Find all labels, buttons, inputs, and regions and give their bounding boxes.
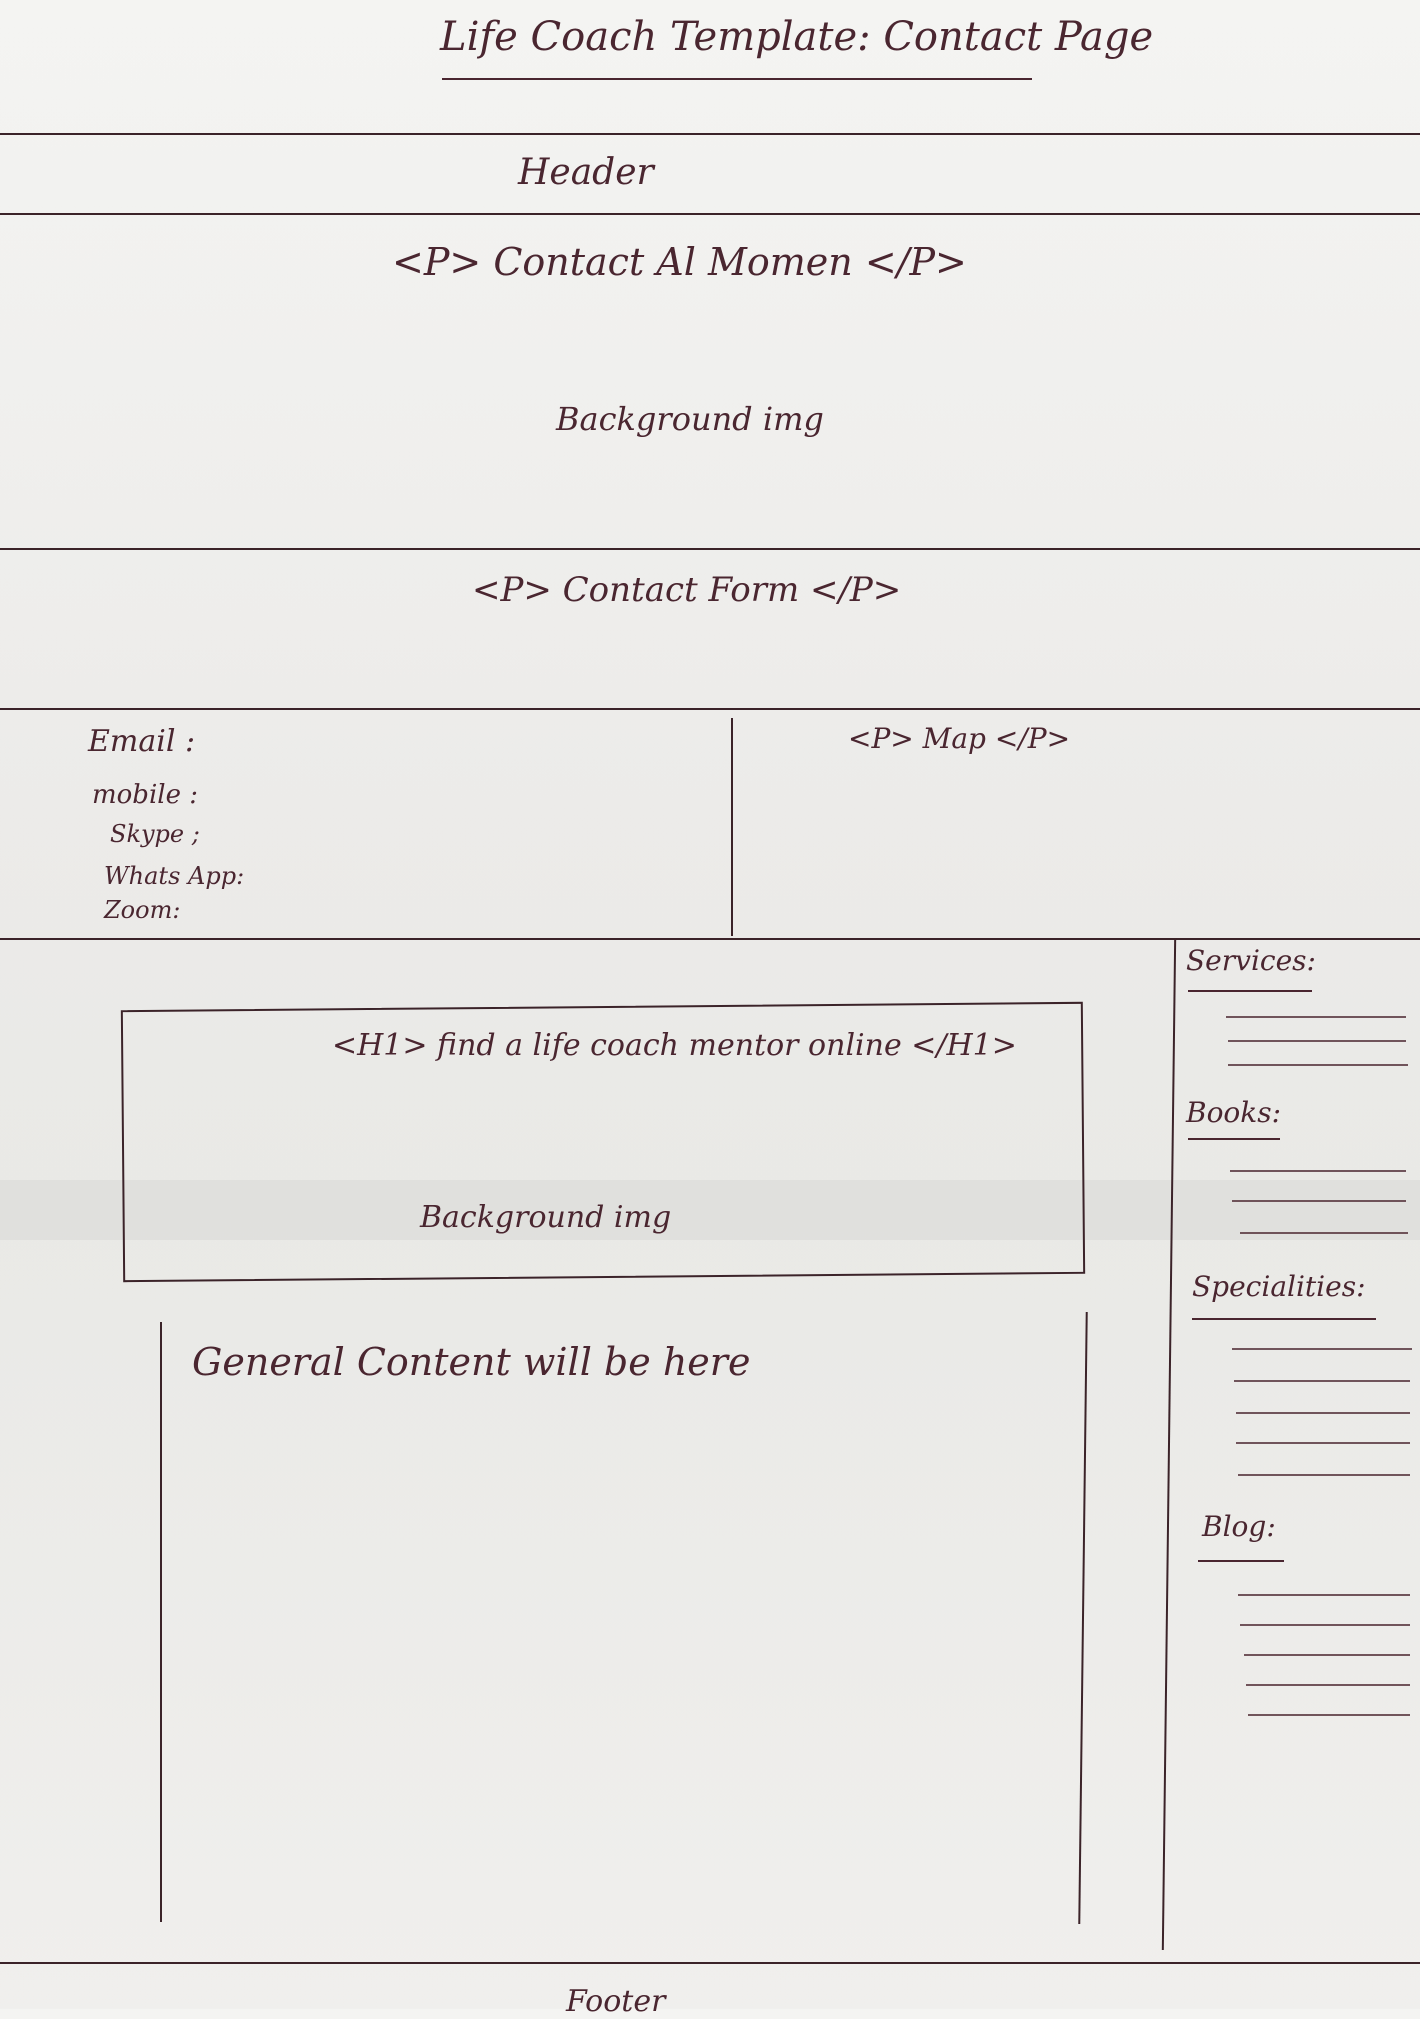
title-underline	[442, 78, 1032, 80]
hero-heading: <P> Contact Al Momen </P>	[392, 240, 967, 284]
header-label: Header	[518, 152, 654, 193]
specialities-line	[1236, 1442, 1410, 1444]
services-underline	[1188, 990, 1312, 992]
page-title: Life Coach Template: Contact Page	[440, 14, 1154, 60]
sidebar-services-heading: Services:	[1186, 944, 1316, 977]
header-top-border	[0, 133, 1420, 135]
hero-background-label: Background img	[556, 400, 824, 438]
content-left-border	[160, 1322, 162, 1922]
blog-line	[1246, 1684, 1410, 1686]
feature-background-label: Background img	[420, 1200, 672, 1235]
contact-form-bottom-border	[0, 708, 1420, 710]
books-line	[1232, 1200, 1406, 1202]
specialities-line	[1232, 1348, 1412, 1350]
zoom-label: Zoom:	[104, 896, 181, 924]
content-right-border	[1078, 1312, 1088, 1924]
books-underline	[1188, 1138, 1280, 1140]
sidebar-books-heading: Books:	[1186, 1096, 1282, 1129]
general-content-label: General Content will be here	[192, 1340, 751, 1384]
services-line	[1228, 1040, 1406, 1042]
blog-line	[1248, 1714, 1410, 1716]
whatsapp-label: Whats App:	[104, 862, 245, 890]
feature-heading: <H1> find a life coach mentor online </H…	[332, 1028, 1017, 1063]
blog-underline	[1198, 1560, 1284, 1562]
specialities-line	[1236, 1412, 1410, 1414]
services-line	[1226, 1016, 1406, 1018]
footer-label: Footer	[566, 1984, 666, 2019]
email-label: Email :	[88, 724, 196, 759]
specialities-line	[1234, 1380, 1410, 1382]
sidebar-blog-heading: Blog:	[1202, 1510, 1276, 1543]
blog-line	[1240, 1624, 1410, 1626]
sidebar-specialities-heading: Specialities:	[1192, 1270, 1366, 1303]
contact-bottom-border	[0, 938, 1420, 940]
specialities-underline	[1192, 1318, 1376, 1320]
blog-line	[1238, 1594, 1410, 1596]
sidebar-left-border	[1161, 938, 1177, 1950]
skype-label: Skype ;	[110, 820, 200, 848]
books-line	[1230, 1170, 1406, 1172]
hero-bottom-border	[0, 548, 1420, 550]
services-line	[1228, 1064, 1408, 1066]
contact-form-label: <P> Contact Form </P>	[472, 570, 902, 610]
books-line	[1240, 1232, 1408, 1234]
header-bottom-border	[0, 213, 1420, 215]
footer-top-border	[0, 1962, 1420, 1964]
blog-line	[1244, 1654, 1410, 1656]
contact-map-divider	[731, 718, 733, 936]
mobile-label: mobile :	[92, 780, 198, 810]
map-label: <P> Map </P>	[848, 722, 1071, 755]
specialities-line	[1238, 1474, 1410, 1476]
